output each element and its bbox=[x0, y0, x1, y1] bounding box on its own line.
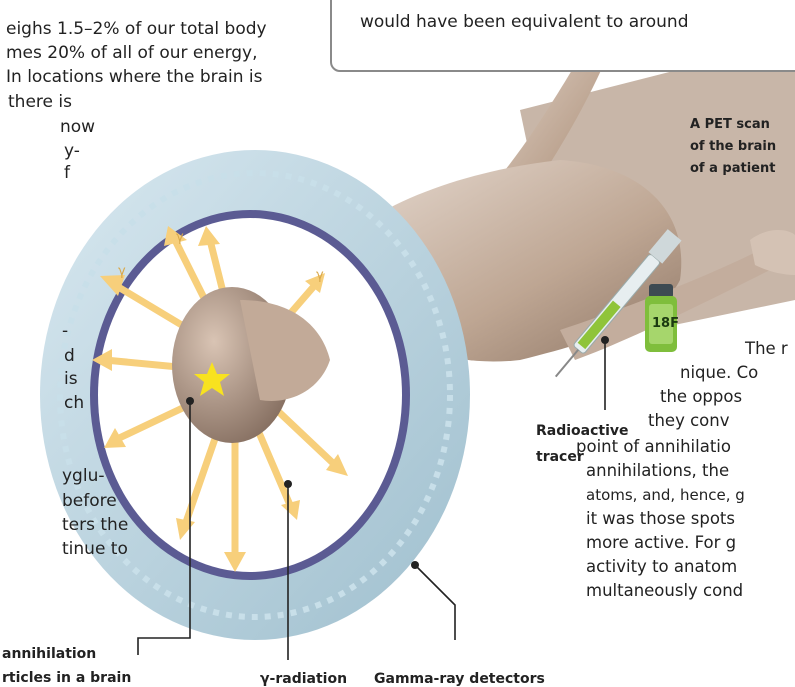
text-line: multaneously cond bbox=[586, 580, 743, 602]
label-line: rticles in a brain bbox=[2, 666, 131, 687]
text-line: it was those spots bbox=[586, 508, 735, 530]
text-line: yglu- bbox=[62, 465, 104, 487]
label-line: A PET scan bbox=[690, 114, 776, 136]
text-line: tinue to bbox=[62, 538, 128, 560]
text-line: f bbox=[64, 162, 70, 184]
label-line: of a patient bbox=[690, 158, 776, 180]
radioactive-tracer-label: Radioactive tracer bbox=[536, 418, 629, 470]
text-line: mes 20% of all of our energy, bbox=[6, 42, 258, 64]
pet-scan-label: A PET scan of the brain of a patient bbox=[690, 114, 776, 180]
text-line: activity to anatom bbox=[586, 556, 737, 578]
text-line: y- bbox=[64, 140, 80, 162]
text-line: ters the bbox=[62, 514, 128, 536]
text-line: before bbox=[62, 490, 117, 512]
info-box bbox=[330, 0, 795, 72]
label-line: tracer bbox=[536, 444, 629, 470]
vial-label: 18F bbox=[652, 314, 679, 333]
label-line: of the brain bbox=[690, 136, 776, 158]
text-line: The r bbox=[745, 338, 788, 360]
text-line: the oppos bbox=[660, 386, 742, 408]
gamma-symbol: γ bbox=[176, 228, 184, 247]
gamma-ray-detectors-label: Gamma-ray detectors bbox=[374, 670, 545, 687]
text-line: is bbox=[64, 368, 78, 390]
text-line: In locations where the brain is bbox=[6, 66, 263, 88]
text-line: they conv bbox=[648, 410, 729, 432]
gamma-radiation-label: γ-radiation bbox=[260, 670, 347, 687]
label-line: Radioactive bbox=[536, 418, 629, 444]
gamma-symbol: γ bbox=[316, 266, 324, 285]
text-line: there is bbox=[8, 91, 72, 113]
text-line: now bbox=[60, 116, 95, 138]
gamma-symbol: γ bbox=[118, 262, 126, 281]
text-line: more active. For g bbox=[586, 532, 736, 554]
info-box-text: would have been equivalent to around bbox=[360, 12, 689, 32]
text-line: atoms, and, hence, g bbox=[586, 484, 745, 506]
text-line: eighs 1.5–2% of our total body bbox=[6, 18, 267, 40]
text-line: ch bbox=[64, 392, 84, 414]
text-line: - bbox=[62, 320, 68, 342]
text-line: nique. Co bbox=[680, 362, 758, 384]
annihilation-label: annihilation rticles in a brain bbox=[2, 642, 131, 687]
text-line: d bbox=[64, 345, 75, 367]
label-line: annihilation bbox=[2, 642, 131, 666]
